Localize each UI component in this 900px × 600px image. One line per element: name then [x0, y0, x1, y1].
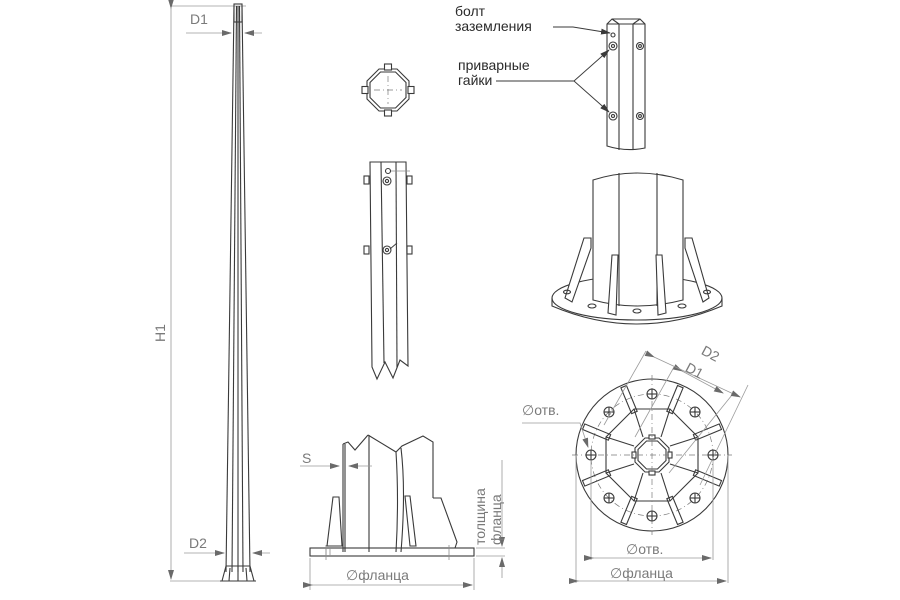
side-flange-diameter-label: ∅фланца [346, 567, 409, 583]
grounding-bolt-callout: болт заземления [455, 4, 532, 33]
welded-nuts-callout: приварные гайки [458, 58, 530, 87]
section-top-view [361, 63, 415, 117]
diameter-symbol-icon: ∅ [610, 565, 623, 581]
welded-nuts-line2: гайки [458, 71, 493, 88]
flange-thickness-label: толщина фланца [472, 488, 504, 545]
flange-plan-view [522, 350, 749, 584]
welded-nuts-line1: приварные [458, 57, 530, 73]
diameter-symbol-icon: ∅ [346, 567, 359, 583]
pole-segment-front-view [363, 161, 413, 381]
plan-hole-callout-label: ∅отв. [522, 402, 560, 418]
base-side-view [300, 434, 505, 590]
pole-d2-label: D2 [189, 535, 207, 551]
wall-thickness-s-label: S [302, 450, 312, 466]
plan-flange-diameter-label: ∅фланца [610, 565, 673, 581]
base-iso-view [551, 172, 723, 325]
diameter-symbol-icon: ∅ [626, 541, 639, 557]
pole-segment-iso-view [496, 18, 646, 151]
flange-thickness-line2: фланца [488, 494, 504, 545]
diameter-symbol-icon: ∅ [522, 402, 535, 418]
pole-elevation-view [168, 0, 270, 582]
pole-h1-label: H1 [152, 324, 168, 342]
plan-hole-circle-label: ∅отв. [626, 541, 664, 557]
grounding-bolt-line2: заземления [455, 17, 532, 34]
flange-thickness-line1: толщина [472, 488, 488, 545]
pole-d1-label: D1 [190, 11, 208, 27]
grounding-bolt-line1: болт [455, 3, 486, 19]
